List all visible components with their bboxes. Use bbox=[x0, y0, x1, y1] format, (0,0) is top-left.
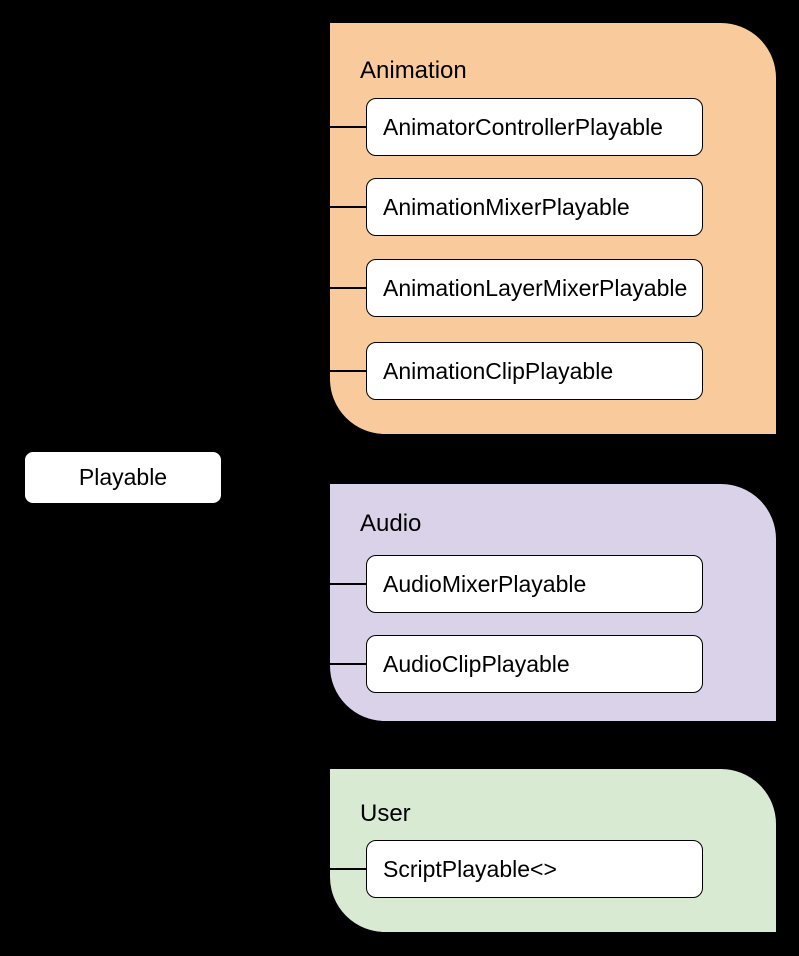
node-label: AnimatorControllerPlayable bbox=[383, 113, 663, 140]
connector-script-playable bbox=[300, 868, 366, 870]
group-animation-title: Animation bbox=[360, 57, 467, 84]
connector-animation-layer-mixer-playable bbox=[300, 287, 366, 289]
node-label: AudioClipPlayable bbox=[383, 650, 570, 677]
connector-audio-mixer-playable bbox=[300, 583, 366, 585]
connector-animation-mixer-playable bbox=[300, 206, 366, 208]
node-script-playable: ScriptPlayable<> bbox=[366, 840, 703, 898]
node-playable-label: Playable bbox=[78, 464, 168, 490]
node-label: AnimationClipPlayable bbox=[383, 357, 614, 384]
node-animation-mixer-playable: AnimationMixerPlayable bbox=[366, 178, 703, 236]
node-playable: Playable bbox=[23, 450, 223, 505]
node-audio-mixer-playable: AudioMixerPlayable bbox=[366, 555, 703, 613]
node-label: AnimationMixerPlayable bbox=[383, 193, 630, 220]
node-animation-clip-playable: AnimationClipPlayable bbox=[366, 342, 703, 400]
group-user-title: User bbox=[360, 800, 411, 827]
node-label: AudioMixerPlayable bbox=[383, 570, 587, 597]
connector-audio-clip-playable bbox=[300, 663, 366, 665]
node-audio-clip-playable: AudioClipPlayable bbox=[366, 635, 703, 693]
connector-animator-controller-playable bbox=[300, 126, 366, 128]
node-label: AnimationLayerMixerPlayable bbox=[383, 274, 688, 301]
connector-animation-clip-playable bbox=[300, 370, 366, 372]
node-label: ScriptPlayable<> bbox=[383, 855, 557, 882]
node-animator-controller-playable: AnimatorControllerPlayable bbox=[366, 98, 703, 156]
node-animation-layer-mixer-playable: AnimationLayerMixerPlayable bbox=[366, 259, 703, 317]
group-audio-title: Audio bbox=[360, 510, 422, 537]
